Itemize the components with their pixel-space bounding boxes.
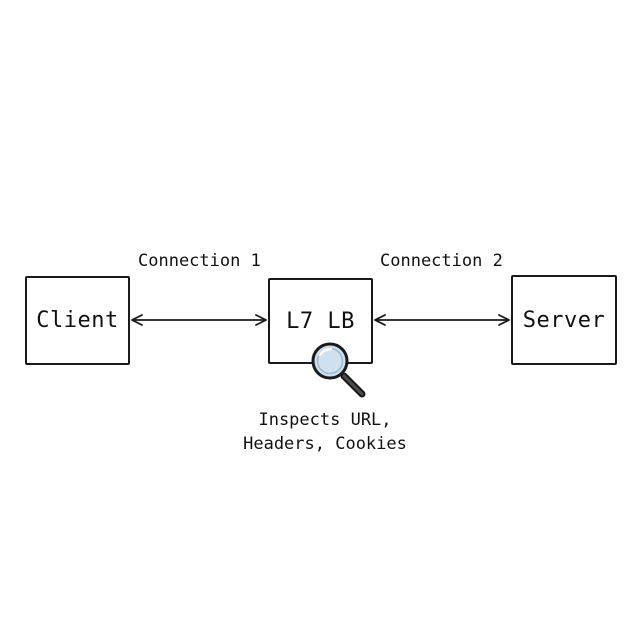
l7-load-balancer-label: L7 LB — [286, 308, 355, 334]
client-label: Client — [36, 308, 119, 333]
client-box: Client — [25, 276, 130, 365]
server-label: Server — [522, 307, 606, 333]
magnifying-glass-icon — [311, 342, 366, 398]
connection-2-label: Connection 2 — [380, 251, 503, 271]
inspect-note-line-2: Headers, Cookies — [243, 434, 407, 454]
connection-1-label: Connection 1 — [138, 251, 261, 271]
inspect-note-line-1: Inspects URL, — [258, 410, 392, 430]
l7-load-balancer-box: L7 LB — [268, 278, 373, 364]
server-box: Server — [511, 275, 617, 365]
